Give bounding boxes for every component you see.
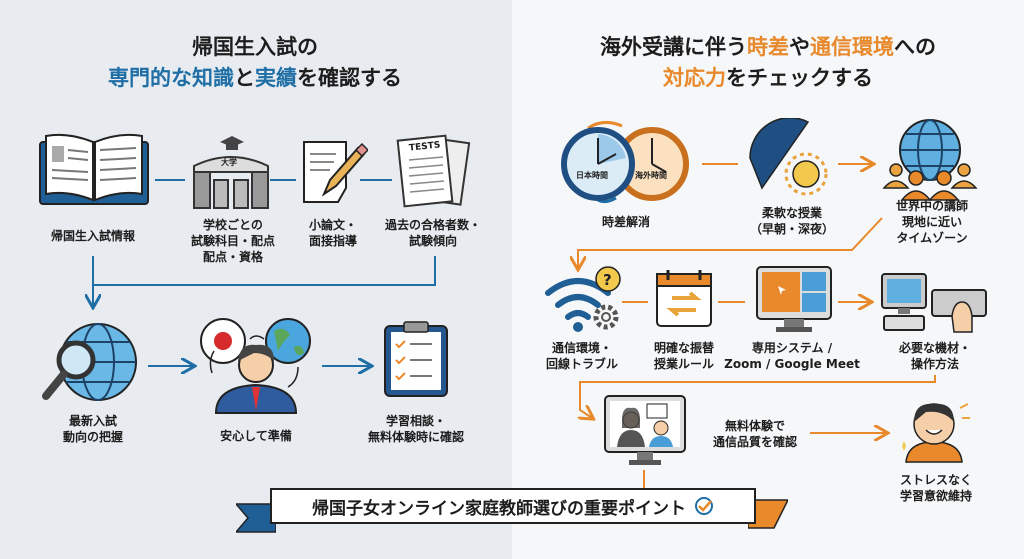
label-equipment: 必要な機材・ 操作方法 bbox=[898, 341, 972, 371]
title-segment: 専門的な知識 bbox=[108, 66, 234, 90]
banner-ribbon-right bbox=[748, 499, 788, 529]
label-returnee-exam-info: 帰国生入試情報 bbox=[50, 229, 136, 243]
left-title: 帰国生入試の 専門的な知識と実績を確認する bbox=[15, 32, 495, 94]
label-free-trial-quality: 無料体験で 通信品質を確認 bbox=[712, 419, 798, 449]
check-circle-icon bbox=[695, 497, 713, 515]
left-panel bbox=[0, 0, 512, 559]
video-lesson-monitor-icon bbox=[604, 395, 686, 465]
title-segment: 通信環境 bbox=[810, 35, 894, 59]
open-book-icon bbox=[39, 133, 149, 205]
label-prepare-confidently: 安心して準備 bbox=[220, 429, 292, 443]
label-past-results: 過去の合格者数・ 試験傾向 bbox=[384, 218, 482, 248]
globe-magnifier-icon bbox=[42, 323, 137, 401]
reschedule-calendar-icon bbox=[656, 270, 712, 327]
right-title-line2: 対応力をチェックする bbox=[528, 63, 1008, 94]
title-segment: と bbox=[234, 66, 255, 90]
label-flexible-lessons: 柔軟な授業 （早朝・深夜） bbox=[749, 206, 835, 236]
title-segment: 実績 bbox=[255, 66, 297, 90]
title-segment: 時差 bbox=[747, 35, 789, 59]
gate-sign-text: 大学 bbox=[221, 158, 237, 167]
checklist-clipboard-icon bbox=[384, 321, 448, 397]
left-title-line2: 専門的な知識と実績を確認する bbox=[15, 63, 495, 94]
svg-text:?: ? bbox=[603, 271, 612, 289]
label-latest-trends: 最新入試 動向の把握 bbox=[62, 414, 124, 444]
left-title-line1: 帰国生入試の bbox=[192, 35, 318, 59]
title-segment: への bbox=[894, 35, 936, 59]
label-connection-trouble: 通信環境・ 回線トラブル bbox=[545, 341, 619, 371]
banner-ribbon-left bbox=[236, 503, 276, 533]
video-system-monitor-icon bbox=[756, 266, 832, 332]
computer-equipment-icon bbox=[881, 273, 987, 333]
banner-text: 帰国子女オンライン家庭教師選びの重要ポイント bbox=[312, 498, 686, 519]
label-school-subjects: 学校ごとの 試験科目・配点 配点・資格 bbox=[190, 218, 276, 264]
label-essay-interview: 小論文・ 面接指導 bbox=[308, 218, 358, 248]
label-time-difference: 時差解消 bbox=[601, 215, 651, 229]
label-reschedule-rules: 明確な振替 授業ルール bbox=[653, 341, 715, 371]
test-papers-icon: TESTS bbox=[395, 134, 473, 210]
moon-sun-icon bbox=[749, 118, 828, 196]
japan-time-label: 日本時間 bbox=[576, 171, 608, 180]
right-title: 海外受講に伴う時差や通信環境への 対応力をチェックする bbox=[528, 32, 1008, 94]
university-gate-icon: 大学 bbox=[190, 130, 272, 210]
title-segment: 対応力 bbox=[663, 66, 726, 90]
global-tutors-icon bbox=[882, 119, 978, 201]
time-difference-clocks-icon: 日本時間 海外時間 bbox=[556, 118, 696, 208]
label-consultation: 学習相談・ 無料体験時に確認 bbox=[367, 414, 465, 444]
title-segment: をチェックする bbox=[726, 66, 873, 90]
label-stress-free: ストレスなく 学習意欲維持 bbox=[899, 473, 973, 503]
abroad-time-label: 海外時間 bbox=[635, 171, 667, 180]
pencil-paper-icon bbox=[303, 141, 368, 203]
label-video-system: 専用システム / Zoom / Google Meet bbox=[724, 341, 860, 371]
right-title-line1: 海外受講に伴う時差や通信環境への bbox=[528, 32, 1008, 63]
title-segment: や bbox=[789, 35, 810, 59]
title-segment: 海外受講に伴う bbox=[600, 35, 747, 59]
key-points-banner: 帰国子女オンライン家庭教師選びの重要ポイント bbox=[270, 488, 756, 524]
wifi-trouble-icon: ? bbox=[545, 266, 621, 332]
student-japan-globe-icon bbox=[200, 318, 311, 414]
happy-student-icon bbox=[902, 403, 970, 463]
label-global-tutors: 世界中の講師 現地に近い タイムゾーン bbox=[895, 199, 969, 245]
title-segment: を確認する bbox=[297, 66, 402, 90]
